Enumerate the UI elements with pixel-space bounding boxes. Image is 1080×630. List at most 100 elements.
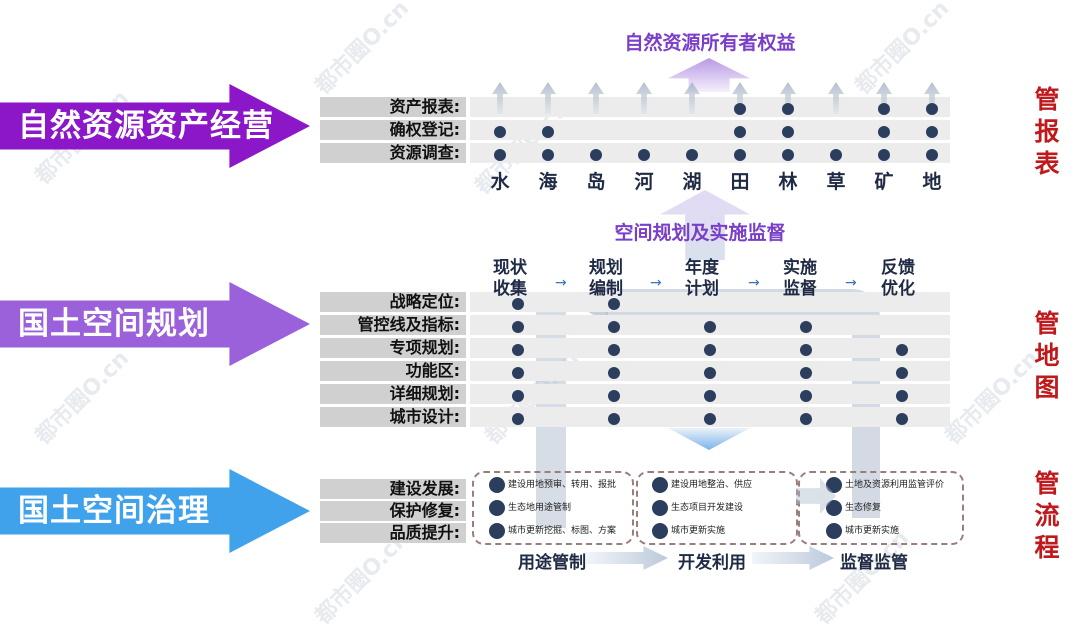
dot-marker [800,344,812,356]
row-label-quality: 品质提升: [320,523,466,543]
bullet-icon [489,500,505,516]
dot-marker [926,103,938,115]
box-development [636,471,798,545]
grid-row [470,292,950,312]
dot-marker [512,298,524,310]
resource-label: 湖 [682,171,702,193]
dot-marker [896,390,908,402]
dot-marker [782,126,794,138]
resource-label: 林 [778,171,798,193]
dot-marker [608,321,620,333]
label-use-control: 用途管制 [518,553,586,573]
dot-marker [704,321,716,333]
resource-label: 矿 [874,171,894,193]
dot-marker [608,298,620,310]
watermark: 都市圈O.cn [30,346,135,450]
dot-marker [704,344,716,356]
list-item: 城市更新实施 [652,523,725,540]
row-label-resource-survey: 资源调查: [320,143,466,163]
step-arrow: → [845,275,857,291]
resource-label: 水 [490,171,510,193]
bullet-icon [652,477,668,493]
dot-marker [608,367,620,379]
step-annual-plan: 年度 计划 [685,258,719,299]
bottom-flow-arrow [586,546,668,570]
bottom-flow-arrow [752,546,834,570]
dot-marker [494,126,506,138]
dot-marker [542,126,554,138]
dot-marker [830,149,842,161]
bullet-icon [826,477,842,493]
resource-label: 草 [826,171,846,193]
resource-label: 岛 [586,171,606,193]
row-label-urban-design: 城市设计: [320,407,466,427]
mid-title: 空间规划及实施监督 [614,222,786,244]
resource-label: 田 [730,171,750,193]
resource-label: 地 [922,171,942,193]
dot-marker [782,149,794,161]
dot-marker [512,321,524,333]
dot-marker [704,413,716,425]
dot-marker [926,149,938,161]
step-arrow: → [748,275,760,291]
list-item: 建设用地整治、供应 [652,477,752,494]
watermark: 都市圈O.cn [850,0,955,100]
dot-marker [542,149,554,161]
dot-marker [734,103,746,115]
list-item: 生态修复 [826,500,881,517]
dot-marker [896,344,908,356]
watermark: 都市圈O.cn [940,346,1045,450]
watermark: 都市圈O.cn [310,0,415,100]
box-supervision [798,471,964,545]
step-arrow: → [555,275,567,291]
dot-marker [608,390,620,402]
list-item: 生态地用途管制 [489,500,571,517]
step-plan-compilation: 规划 编制 [589,258,623,299]
arrow-spatial-planning: 国土空间规划 [0,282,310,366]
dot-marker [782,103,794,115]
row-label-protection: 保护修复: [320,501,466,521]
side-label-maps: 管 地 图 [1034,309,1060,402]
bullet-icon [826,500,842,516]
dot-marker [494,149,506,161]
bullet-icon [652,523,668,539]
label-development: 开发利用 [678,553,746,573]
grid-row [470,120,950,140]
dot-marker [878,149,890,161]
dot-marker [800,321,812,333]
dot-marker [896,367,908,379]
dot-marker [878,103,890,115]
dot-marker [734,126,746,138]
list-item: 城市更新挖掘、标图、方案 [489,523,616,540]
step-implementation-supervision: 实施 监督 [783,258,817,299]
row-label-control-lines: 管控线及指标: [320,315,466,335]
dot-marker [512,367,524,379]
row-label-special-planning: 专项规划: [320,338,466,358]
grid-row [470,97,950,117]
resource-label: 海 [538,171,558,193]
dot-marker [800,390,812,402]
box-use-control [472,471,634,545]
row-label-rights-registration: 确权登记: [320,120,466,140]
list-item: 土地及资源利用监管评价 [826,477,944,494]
list-item: 建设用地预审、转用、报批 [489,477,616,494]
row-label-construction: 建设发展: [320,479,466,499]
step-status-collection: 现状 收集 [493,258,527,299]
dot-marker [704,390,716,402]
dot-marker [686,149,698,161]
dot-marker [800,413,812,425]
dot-marker [512,390,524,402]
row-label-asset-report: 资产报表: [320,97,466,117]
dot-marker [608,344,620,356]
bullet-icon [489,477,505,493]
dot-marker [638,149,650,161]
dot-marker [878,126,890,138]
dot-marker [800,367,812,379]
dot-marker [590,149,602,161]
row-label-functional-zone: 功能区: [320,361,466,381]
dot-marker [608,413,620,425]
bullet-icon [489,523,505,539]
row-label-detailed-planning: 详细规划: [320,384,466,404]
dot-marker [926,126,938,138]
step-feedback-optimization: 反馈 优化 [881,258,915,299]
